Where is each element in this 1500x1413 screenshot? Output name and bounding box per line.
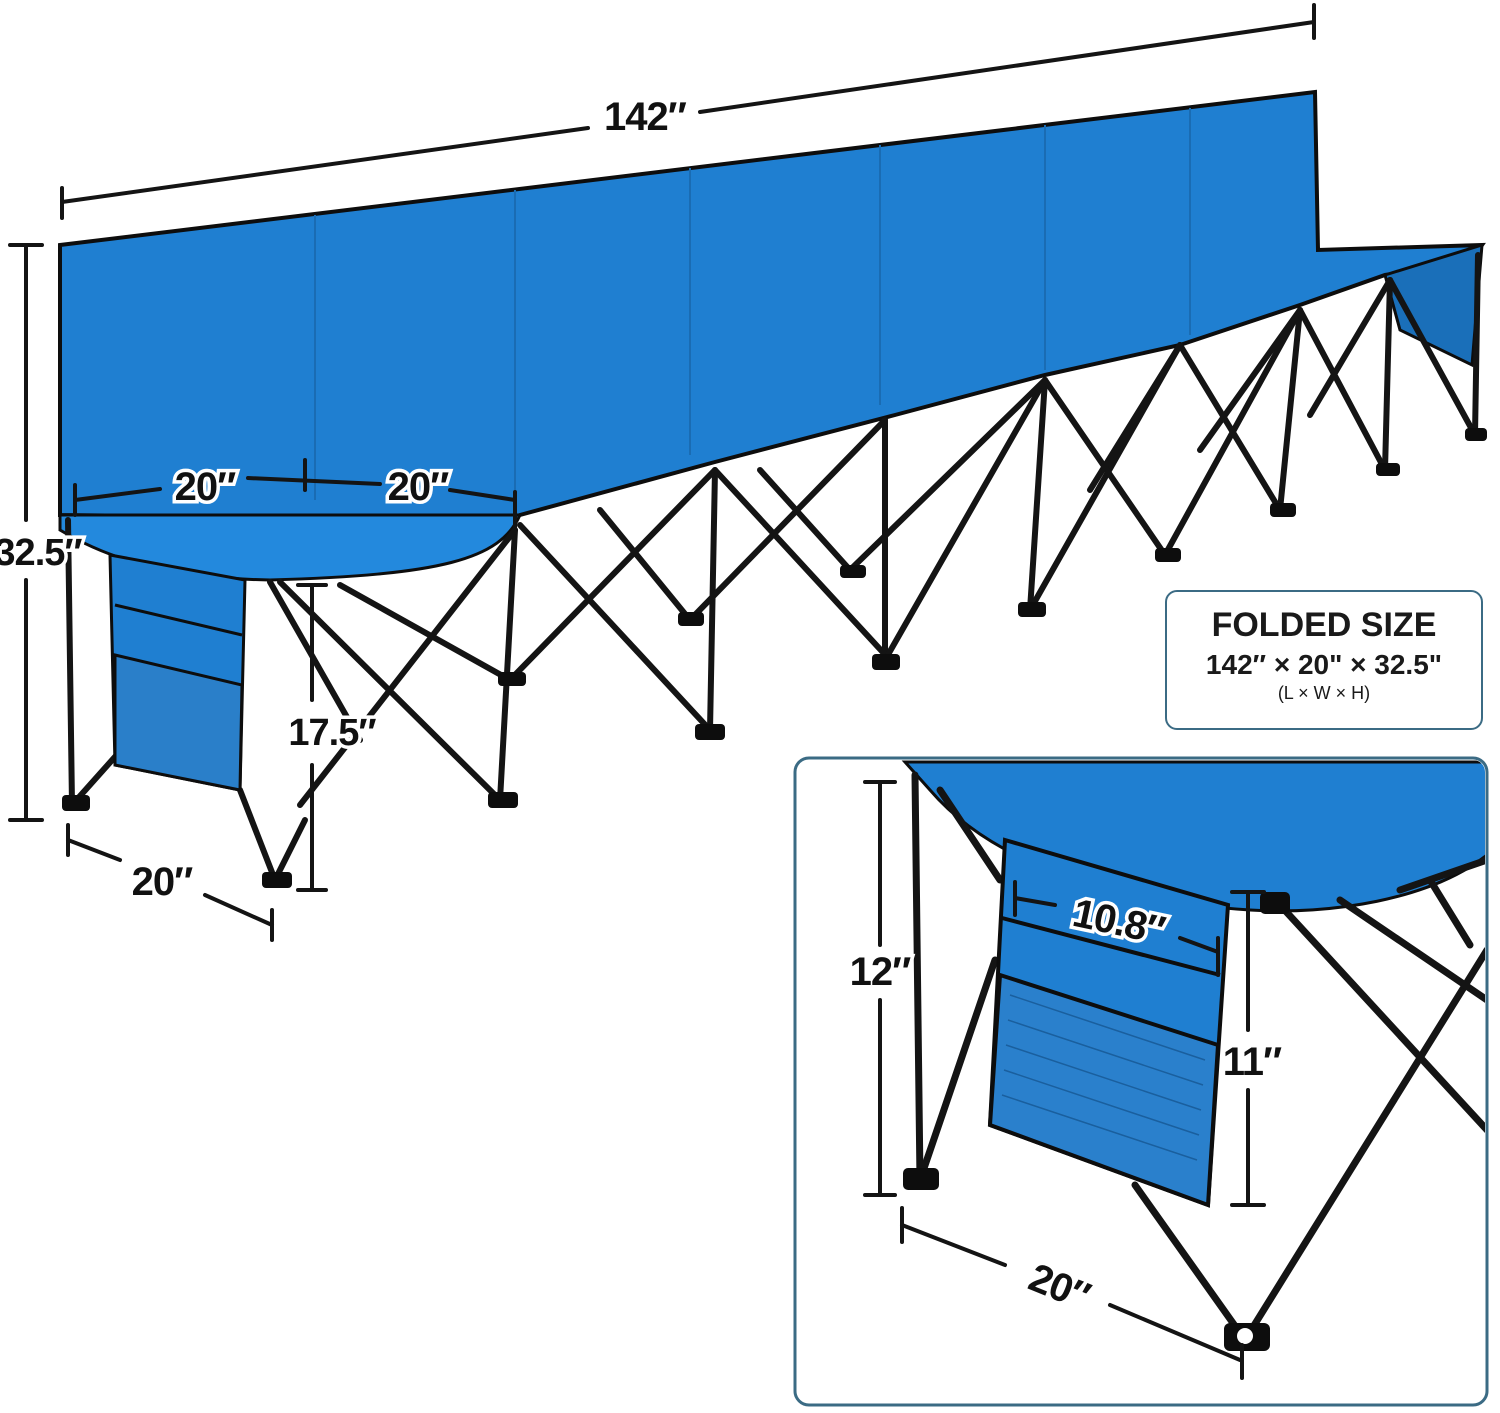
total-height-label: 32.5″ bbox=[0, 532, 82, 574]
seat-width-left-label: 20″ bbox=[175, 465, 236, 509]
folded-size-title: FOLDED SIZE bbox=[1211, 606, 1437, 644]
bench-backrest bbox=[58, 89, 1486, 523]
inset-pocket-height-label: 11″ bbox=[1223, 1040, 1282, 1084]
folded-size-box: FOLDED SIZE 142″ × 20" × 32.5" (L × W × … bbox=[1165, 590, 1483, 730]
bench-feet bbox=[62, 428, 1487, 888]
detail-inset: 12″ 10.8″ 11″ 20″ bbox=[793, 756, 1489, 1407]
depth-label: 20″ bbox=[132, 860, 193, 904]
inset-chair-height-label: 12″ bbox=[850, 950, 911, 994]
side-pocket bbox=[108, 553, 247, 792]
fabric-seams bbox=[314, 108, 1191, 500]
bench-frame bbox=[65, 252, 1481, 883]
seat-width-right-label: 20″ bbox=[388, 465, 449, 509]
folded-size-order: (L × W × H) bbox=[1277, 683, 1371, 703]
bench-end-panel bbox=[1383, 242, 1484, 368]
folded-size-value: 142″ × 20" × 32.5" bbox=[1205, 649, 1443, 680]
length-label: 142″ bbox=[604, 95, 687, 139]
seat-height-label: 17.5″ bbox=[288, 712, 376, 754]
dimension-lines bbox=[8, 3, 1316, 942]
